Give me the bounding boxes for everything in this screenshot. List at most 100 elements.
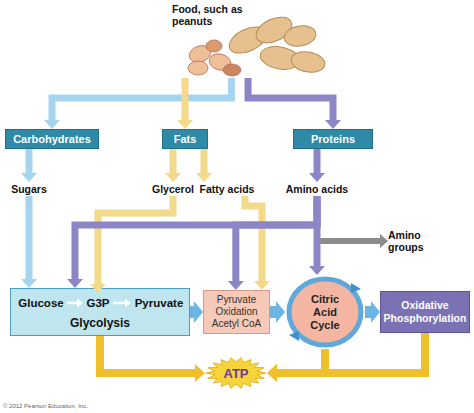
- node-text: G3P: [86, 297, 109, 309]
- arrow-line: [314, 149, 321, 173]
- arrow-head: [90, 284, 106, 293]
- arrow-line: [190, 306, 194, 318]
- flow-arrow: [113, 299, 131, 308]
- arrow-head: [77, 299, 83, 308]
- flow-arrow: [100, 336, 205, 382]
- molecule-label: Glycerol: [150, 182, 196, 196]
- arrow-line: [52, 78, 231, 120]
- category-box: Carbohydrates: [5, 129, 99, 149]
- node-text: Amino groups: [388, 229, 442, 253]
- node-text: Food, such as peanuts: [172, 3, 252, 27]
- arrow-line: [248, 78, 333, 120]
- arrow-head: [195, 364, 205, 382]
- arrow-head: [67, 279, 83, 288]
- flow-arrow: [196, 149, 212, 182]
- flow-arrow: [309, 149, 325, 182]
- atp-starburst: ATP: [205, 357, 267, 389]
- arrow-line: [113, 302, 125, 305]
- node-text: Citric Acid Cycle: [300, 293, 350, 332]
- arrow-head: [21, 279, 37, 288]
- arrow-line: [75, 196, 317, 279]
- flow-arrow: [67, 196, 317, 288]
- molecule-label: Sugars: [8, 182, 50, 196]
- node-text: Proteins: [311, 133, 355, 145]
- arrow-head: [21, 173, 37, 182]
- arrow-line: [67, 302, 77, 305]
- molecule-label: Glucose: [15, 293, 67, 313]
- node-text: Pyruvate: [135, 297, 184, 309]
- arrow-head: [177, 120, 193, 129]
- flow-arrow: [165, 149, 181, 182]
- arrow-head: [276, 301, 285, 323]
- arrow-line: [317, 196, 380, 241]
- node-text: Oxidative Phosphorylation: [384, 299, 467, 325]
- flow-arrow: [90, 196, 173, 293]
- arrow-head: [165, 173, 181, 182]
- arrow-head: [125, 299, 131, 308]
- arrow-line: [314, 196, 321, 266]
- node-text: Fatty acids: [200, 183, 255, 195]
- flow-arrow: [317, 196, 388, 248]
- molecule-label: Amino acids: [284, 182, 350, 196]
- molecule-label: G3P: [83, 293, 113, 313]
- arrow-line: [200, 149, 207, 173]
- copyright-note: © 2012 Pearson Education, Inc.: [3, 403, 88, 409]
- flow-arrow: [44, 78, 231, 129]
- arrow-line: [26, 196, 33, 279]
- node-text: Acetyl CoA: [212, 318, 261, 330]
- flow-arrow: [177, 78, 193, 129]
- node-text: Glycerol: [152, 183, 194, 195]
- node-text: Glucose: [18, 297, 63, 309]
- arrow-head: [325, 120, 341, 129]
- arrow-head: [371, 301, 380, 323]
- arrow-head: [196, 173, 212, 182]
- flow-arrow: [190, 301, 203, 323]
- arrow-line: [277, 349, 325, 373]
- flow-arrow: [309, 196, 325, 275]
- flow-arrow: [67, 299, 83, 308]
- arrow-head: [380, 234, 388, 248]
- arrow-head: [309, 266, 325, 275]
- molecule-label: Pyruvate: [131, 293, 187, 313]
- node-text: Amino acids: [286, 183, 348, 195]
- flow-arrow: [21, 196, 37, 288]
- flow-arrow: [270, 301, 285, 323]
- cycle-circle: Citric Acid Cycle: [285, 275, 365, 349]
- arrow-head: [44, 120, 60, 129]
- flow-arrow: [245, 196, 270, 290]
- food-source: Food, such as peanuts: [160, 0, 330, 78]
- flow-arrow: [21, 149, 37, 182]
- molecule-label: Amino groups: [388, 226, 442, 256]
- node-text: Pyruvate Oxidation: [206, 294, 267, 318]
- flow-arrow: [228, 196, 317, 290]
- process-box: Glycolysis Glucose G3P Pyruvate: [10, 288, 190, 336]
- arrow-line: [236, 196, 317, 281]
- arrow-head: [254, 281, 270, 290]
- arrow-head: [267, 364, 277, 382]
- flow-arrow: [267, 349, 325, 382]
- node-text: Fats: [174, 133, 197, 145]
- arrow-line: [169, 149, 176, 173]
- arrow-line: [98, 196, 173, 284]
- process-box: Pyruvate OxidationAcetyl CoA: [203, 290, 270, 334]
- arrow-line: [365, 306, 371, 318]
- arrow-line: [181, 78, 188, 120]
- molecule-label: Fatty acids: [198, 182, 256, 196]
- node-text: Carbohydrates: [13, 133, 91, 145]
- process-box: Oxidative Phosphorylation: [380, 291, 470, 333]
- arrow-line: [270, 306, 276, 318]
- arrow-head: [228, 281, 244, 290]
- arrow-head: [267, 364, 277, 382]
- flow-arrow: [248, 78, 341, 129]
- arrow-head: [194, 301, 203, 323]
- arrow-line: [277, 333, 425, 373]
- arrow-line: [100, 336, 195, 373]
- arrow-line: [245, 196, 262, 281]
- arrow-line: [25, 149, 32, 173]
- category-box: Fats: [162, 129, 208, 149]
- node-text: Sugars: [11, 183, 47, 195]
- node-text: Glycolysis: [11, 316, 189, 330]
- flow-arrow: [267, 333, 425, 382]
